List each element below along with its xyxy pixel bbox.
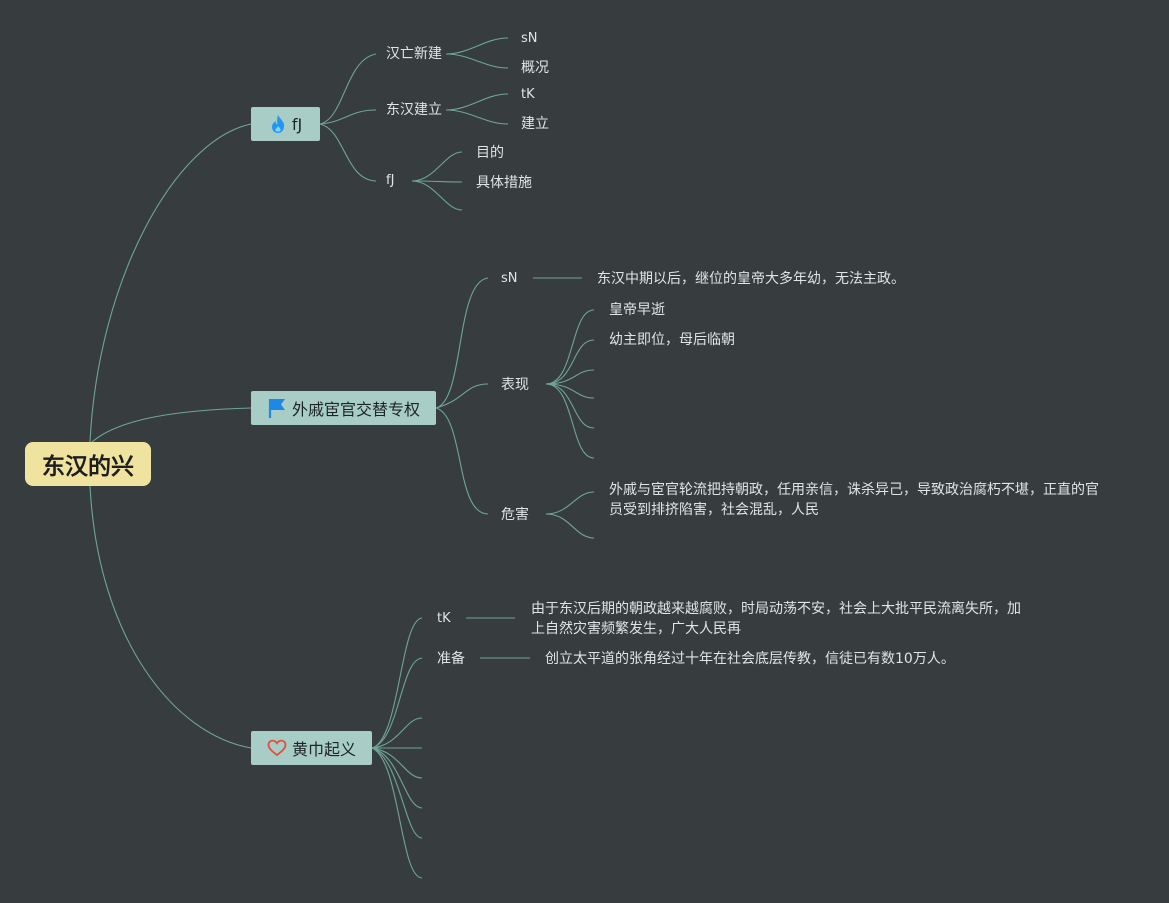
branch-label-2: 外戚宦官交替专权 (291, 400, 420, 419)
branch-topic-1[interactable]: fJ (251, 107, 320, 141)
edge-b2-c1 (435, 277, 489, 409)
heart-icon (267, 739, 287, 757)
leaf-b1-2-1[interactable]: tK (521, 87, 535, 102)
subtopic-b1-3[interactable]: fJ (386, 173, 395, 188)
note-b3-2[interactable]: 创立太平道的张角经过十年在社会底层传教，信徒已有数10万人。 (545, 651, 955, 667)
subtopic-b3-2[interactable]: 准备 (437, 651, 465, 667)
edge-b3-c1 (371, 617, 423, 749)
leaf-b1-1-2[interactable]: 概况 (521, 60, 549, 76)
subtopic-b3-1[interactable]: tK (437, 611, 451, 626)
branch-label-1: fJ (291, 114, 303, 134)
note-b2-3[interactable]: 外戚与宦官轮流把持朝政，任用亲信，诛杀异己，导致政治腐朽不堪，正直的官员受到排挤… (609, 482, 1099, 518)
subtopic-b1-2[interactable]: 东汉建立 (386, 102, 442, 118)
fire-icon (269, 114, 287, 134)
flag-icon (267, 397, 287, 419)
edge-b2-c3 (435, 407, 489, 515)
edge-root-branch2 (91, 407, 252, 443)
subtopic-b2-2[interactable]: 表现 (501, 377, 529, 393)
branch-topic-2[interactable]: 外戚宦官交替专权 (251, 391, 436, 425)
edge-b3-c2 (371, 657, 423, 749)
edge-b1-c1 (319, 53, 377, 125)
leaf-b2-2-2[interactable]: 幼主即位，母后临朝 (609, 332, 735, 348)
subtopic-b2-1[interactable]: sN (501, 271, 518, 286)
leaf-b1-2-2[interactable]: 建立 (521, 116, 549, 132)
leaf-b1-1-1[interactable]: sN (521, 31, 538, 46)
branch-topic-3[interactable]: 黄巾起义 (251, 731, 372, 765)
subtopic-b2-3[interactable]: 危害 (501, 507, 529, 523)
note-b2-1[interactable]: 东汉中期以后，继位的皇帝大多年幼，无法主政。 (597, 271, 905, 287)
root-topic[interactable]: 东汉的兴 (25, 442, 151, 486)
edge-root-branch3 (89, 485, 252, 749)
edge-b1-c2 (319, 109, 377, 125)
leaf-b1-3-2[interactable]: 具体措施 (476, 175, 532, 191)
branch-label-3: 黄巾起义 (291, 740, 356, 759)
note-b3-1[interactable]: 由于东汉后期的朝政越来越腐败，时局动荡不安，社会上大批平民流离失所，加上自然灾害… (531, 601, 1021, 637)
subtopic-b1-1[interactable]: 汉亡新建 (386, 46, 442, 62)
edge-b2-c2 (435, 383, 489, 409)
edge-b1-c3 (319, 123, 377, 182)
edge-root-branch1 (89, 123, 252, 443)
leaf-b2-2-1[interactable]: 皇帝早逝 (609, 302, 665, 318)
leaf-b1-3-1[interactable]: 目的 (476, 145, 504, 161)
